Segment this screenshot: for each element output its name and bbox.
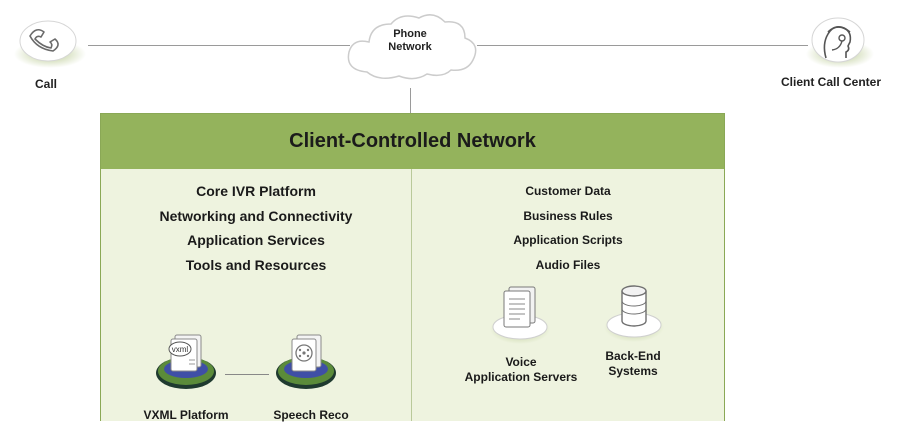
- voice-servers-label: Voice Application Servers: [452, 355, 590, 385]
- connector-call-to-network: [88, 45, 350, 46]
- backend-systems-label-line1: Back-End: [605, 349, 661, 363]
- platform-panel: Core IVR Platform Networking and Connect…: [101, 169, 412, 422]
- service-application-scripts: Application Scripts: [513, 233, 623, 247]
- headset-agent-icon: [806, 17, 874, 68]
- service-customer-data: Customer Data: [525, 184, 611, 198]
- speech-reco-label: Speech Reco: [273, 408, 349, 422]
- platform-services-list: Core IVR Platform Networking and Connect…: [101, 179, 411, 277]
- voice-servers-label-line1: Voice: [505, 355, 537, 369]
- document-server-icon: [490, 286, 550, 344]
- speech-reco-icon: [276, 334, 336, 389]
- phone-network-label-line2: Network: [388, 41, 432, 53]
- service-tools-resources: Tools and Resources: [185, 256, 327, 273]
- data-panel: Customer Data Business Rules Application…: [412, 169, 724, 421]
- service-audio-files: Audio Files: [535, 257, 601, 272]
- connector-network-to-client-network: [410, 88, 411, 113]
- client-call-center-label: Client Call Center: [781, 75, 882, 89]
- backend-systems-label-line2: Systems: [608, 364, 658, 378]
- phone-network-label-line1: Phone: [393, 28, 427, 40]
- phone-handset-icon: [14, 20, 86, 68]
- service-networking: Networking and Connectivity: [159, 207, 353, 224]
- vxml-platform-label: VXML Platform: [143, 408, 229, 422]
- vxml-platform-icon: vxml: [156, 334, 216, 389]
- client-controlled-network: Client-Controlled Network Core IVR Platf…: [100, 113, 725, 422]
- backend-systems-label: Back-End Systems: [590, 349, 676, 379]
- data-services-list: Customer Data Business Rules Application…: [412, 179, 724, 277]
- cloud-icon: [347, 14, 477, 80]
- connector-network-to-callcenter: [477, 45, 808, 46]
- connector-vxml-to-speech: [225, 374, 269, 375]
- voice-servers-label-line2: Application Servers: [464, 370, 578, 384]
- service-application-services: Application Services: [187, 232, 325, 248]
- service-business-rules: Business Rules: [523, 208, 613, 223]
- network-title: Client-Controlled Network: [101, 114, 724, 169]
- service-core-ivr: Core IVR Platform: [196, 183, 316, 199]
- call-label: Call: [35, 77, 58, 91]
- database-icon: [604, 285, 664, 342]
- vxml-badge-text: vxml: [172, 345, 189, 354]
